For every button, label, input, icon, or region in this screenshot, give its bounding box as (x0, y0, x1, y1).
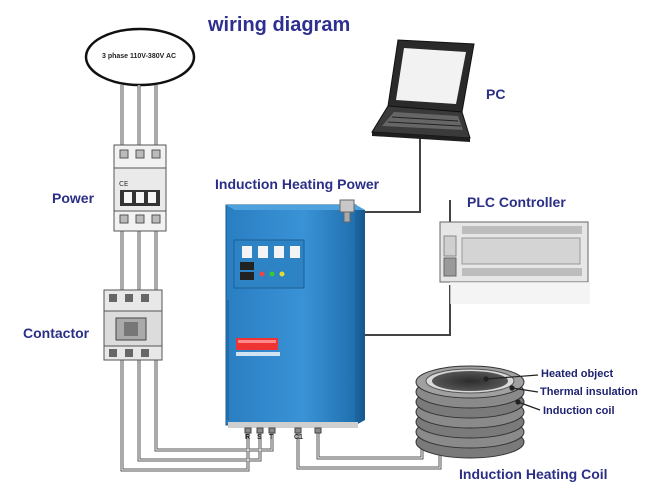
induction-heating-power-cabinet (225, 199, 365, 428)
cabinet-terminals (244, 427, 322, 434)
terminal-c1-label: C1 (294, 434, 303, 441)
diagram-title: wiring diagram (208, 14, 351, 36)
induction-coil-label: Induction coil (543, 405, 615, 417)
terminal-r-label: R (245, 434, 251, 441)
power-label: Power (52, 190, 95, 206)
terminal-s-label: S (257, 434, 262, 441)
coil-leader-lines (483, 374, 541, 411)
induction-heating-power-label: Induction Heating Power (215, 176, 380, 192)
pc-label: PC (486, 86, 506, 102)
supply-label: 3 phase 110V-380V AC (102, 53, 177, 60)
svg-text:CE: CE (119, 180, 128, 188)
communication-cables (355, 138, 451, 336)
contactor-label: Contactor (23, 325, 90, 341)
induction-heating-coil-label: Induction Heating Coil (459, 466, 608, 482)
contactor (103, 289, 163, 361)
circuit-breaker: CE (113, 144, 167, 232)
plc-controller (439, 221, 590, 304)
induction-heating-coil (415, 365, 525, 459)
pc-laptop (371, 39, 475, 142)
thermal-insulation-label: Thermal insulation (540, 386, 638, 398)
terminal-t-label: T (269, 434, 274, 441)
plc-controller-label: PLC Controller (467, 194, 566, 210)
heated-object-label: Heated object (541, 368, 614, 380)
